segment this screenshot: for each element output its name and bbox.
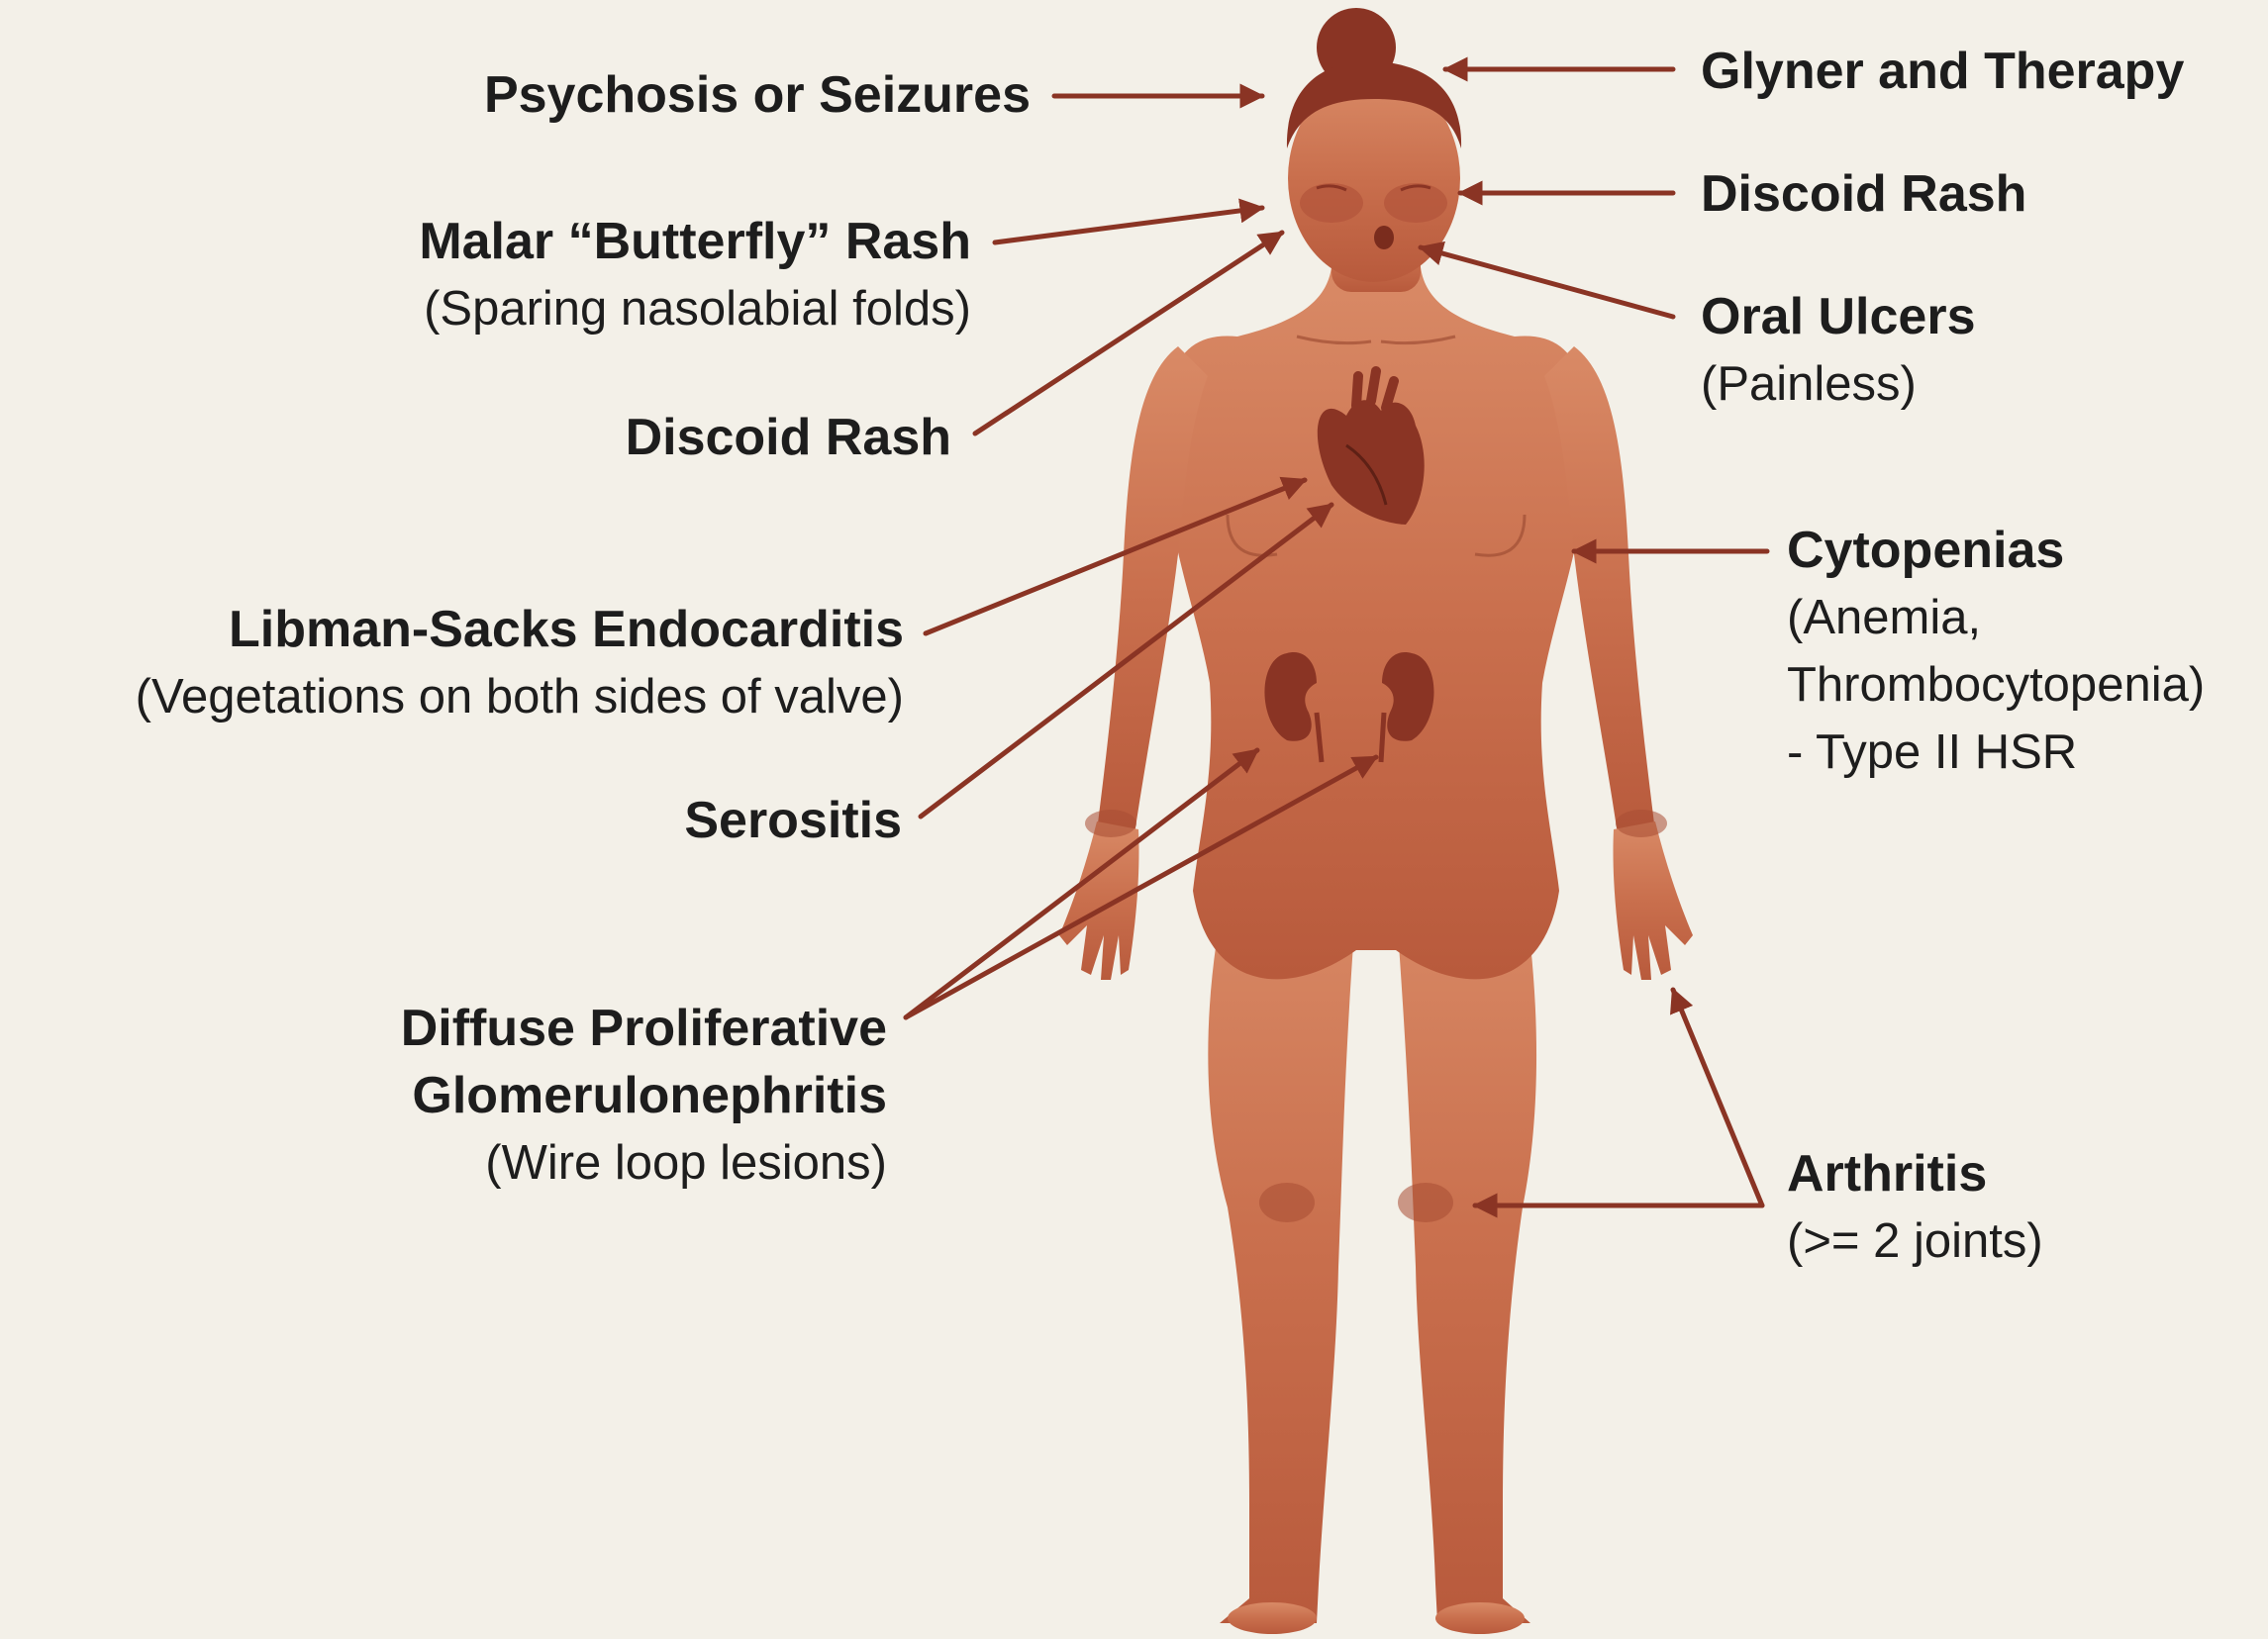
left-foot xyxy=(1228,1602,1317,1634)
label-discoid-right: Discoid Rash xyxy=(1701,160,2026,228)
glomerulo-sub: (Wire loop lesions) xyxy=(401,1129,887,1197)
label-glomerulo: Diffuse Proliferative Glomerulonephritis… xyxy=(401,995,887,1197)
arthritis-title: Arthritis xyxy=(1787,1140,2043,1207)
label-discoid-left: Discoid Rash xyxy=(626,404,951,471)
discoid-right-title: Discoid Rash xyxy=(1701,160,2026,228)
arthritis-sub: (>= 2 joints) xyxy=(1787,1207,2043,1275)
right-leg xyxy=(1398,871,1536,1623)
malar-title: Malar “Butterfly” Rash xyxy=(419,208,971,275)
glomerulo-title2: Glomerulonephritis xyxy=(401,1062,887,1129)
label-serositis: Serositis xyxy=(684,787,902,854)
malar-sub: (Sparing nasolabial folds) xyxy=(419,275,971,342)
arrow-malar xyxy=(995,208,1262,242)
right-foot xyxy=(1435,1602,1525,1634)
label-malar: Malar “Butterfly” Rash (Sparing nasolabi… xyxy=(419,208,971,342)
right-hand xyxy=(1613,821,1693,980)
label-cytopenias: Cytopenias (Anemia, Thrombocytopenia) - … xyxy=(1787,517,2205,786)
label-glyner: Glyner and Therapy xyxy=(1701,38,2184,105)
label-oral: Oral Ulcers (Painless) xyxy=(1701,283,1976,418)
glomerulo-title1: Diffuse Proliferative xyxy=(401,995,887,1062)
libman-sub: (Vegetations on both sides of valve) xyxy=(136,663,904,730)
libman-title: Libman-Sacks Endocarditis xyxy=(136,596,904,663)
oral-sub: (Painless) xyxy=(1701,350,1976,418)
left-leg xyxy=(1208,871,1354,1623)
body-figure xyxy=(1059,74,1693,1634)
cytopenias-sub3: - Type II HSR xyxy=(1787,719,2205,786)
mouth xyxy=(1374,226,1394,249)
psychosis-title: Psychosis or Seizures xyxy=(484,61,1031,129)
discoid-left-title: Discoid Rash xyxy=(626,404,951,471)
cytopenias-sub1: (Anemia, xyxy=(1787,584,2205,651)
arrow-arthritis-hand xyxy=(1673,990,1762,1205)
left-cheek-rash xyxy=(1300,183,1363,223)
arrow-oral xyxy=(1421,247,1673,317)
oral-title: Oral Ulcers xyxy=(1701,283,1976,350)
cytopenias-sub2: Thrombocytopenia) xyxy=(1787,651,2205,719)
label-psychosis: Psychosis or Seizures xyxy=(484,61,1031,129)
right-cheek-rash xyxy=(1384,183,1447,223)
serositis-title: Serositis xyxy=(684,787,902,854)
label-libman: Libman-Sacks Endocarditis (Vegetations o… xyxy=(136,596,904,730)
left-hand xyxy=(1059,821,1139,980)
cytopenias-title: Cytopenias xyxy=(1787,517,2205,584)
glyner-title: Glyner and Therapy xyxy=(1701,38,2184,105)
label-arthritis: Arthritis (>= 2 joints) xyxy=(1787,1140,2043,1275)
